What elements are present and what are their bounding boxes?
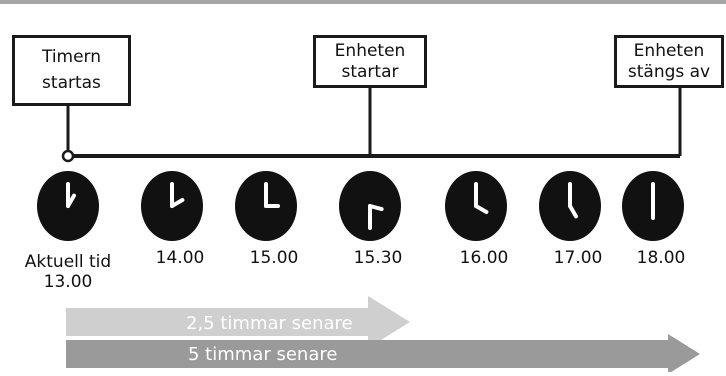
event-device-off-line2: stängs av bbox=[627, 61, 711, 82]
clock-label-4: 16.00 bbox=[459, 248, 509, 268]
clock-3 bbox=[339, 171, 401, 241]
clock-label-6: 18.00 bbox=[636, 248, 686, 268]
clock-hour-hand bbox=[66, 193, 76, 208]
clock-4 bbox=[445, 171, 507, 241]
clock-6 bbox=[622, 171, 684, 241]
clock-hour-hand bbox=[568, 204, 578, 219]
event-start-line2: startas bbox=[42, 72, 101, 93]
clock-label-5: 17.00 bbox=[553, 248, 603, 268]
clock-hour-hand bbox=[474, 204, 489, 214]
event-box-device-on: Enheten startar bbox=[313, 35, 427, 88]
event-start-line1: Timern bbox=[41, 47, 102, 67]
arrows-layer bbox=[66, 296, 700, 374]
arrow-short-label: 2,5 timmar senare bbox=[186, 313, 353, 334]
clock-label-2: 15.00 bbox=[249, 248, 299, 268]
clock-hour-hand bbox=[368, 204, 384, 212]
timeline-start-dot bbox=[61, 149, 75, 163]
clock-label-line1: Aktuell tid bbox=[24, 252, 112, 272]
clock-1 bbox=[141, 171, 203, 241]
arrow-short bbox=[66, 296, 410, 348]
event-box-device-off: Enheten stängs av bbox=[614, 35, 724, 88]
clock-label-3: 15.30 bbox=[353, 248, 403, 268]
clock-hour-hand bbox=[170, 198, 185, 208]
arrow-long-label: 5 timmar senare bbox=[188, 344, 338, 365]
clock-5 bbox=[539, 171, 601, 241]
event-box-timer-start: Timern startas bbox=[12, 35, 131, 106]
event-device-on-line1: Enheten bbox=[334, 41, 406, 62]
clock-label-1: 14.00 bbox=[155, 248, 205, 268]
clock-0 bbox=[37, 171, 99, 241]
event-device-on-line2: startar bbox=[341, 61, 399, 82]
clock-2 bbox=[235, 171, 297, 241]
arrow-long bbox=[66, 334, 700, 374]
top-rule bbox=[0, 0, 726, 4]
clocks-layer bbox=[37, 171, 684, 241]
clock-label-line2: 13.00 bbox=[43, 272, 93, 292]
event-device-off-line1: Enheten bbox=[633, 41, 705, 62]
